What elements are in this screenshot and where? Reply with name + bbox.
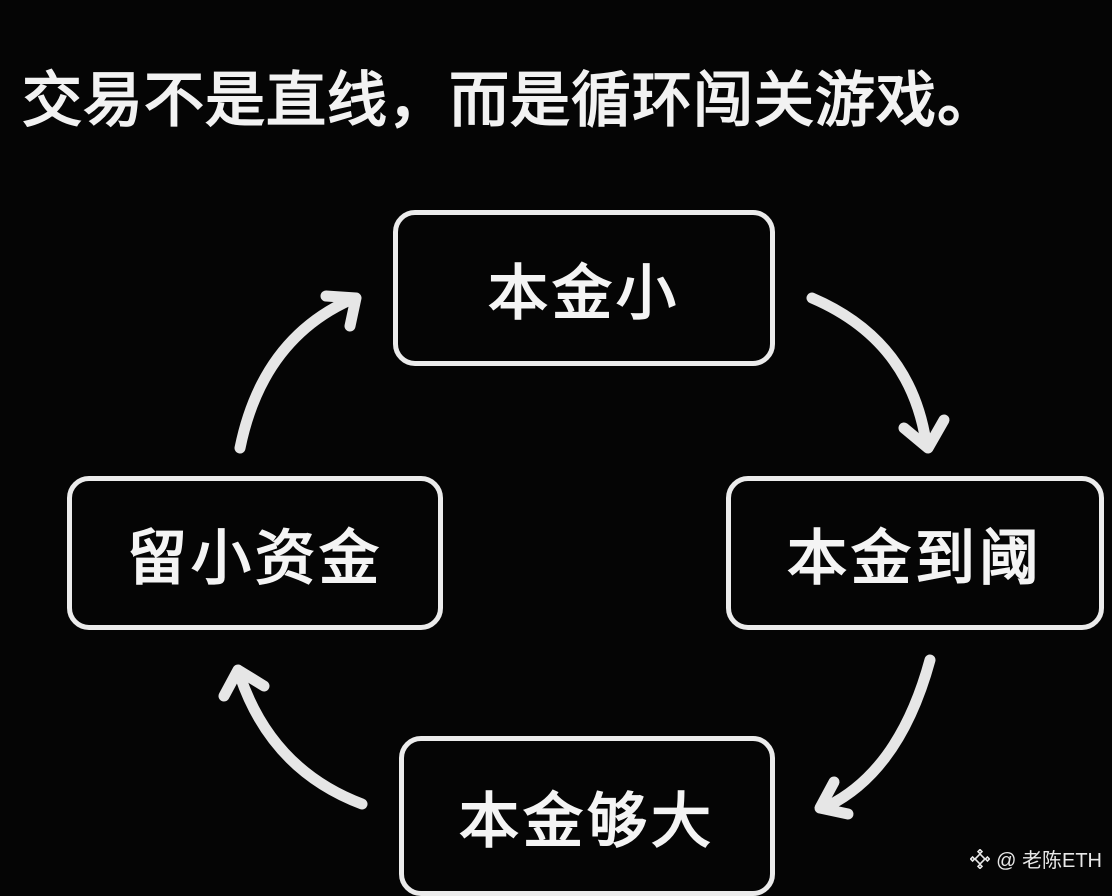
arrowhead-left-to-top: [320, 290, 362, 332]
cycle-node-capital-threshold: 本金到阈: [726, 476, 1104, 630]
cycle-node-capital-large-enough: 本金够大: [399, 736, 775, 896]
arrowhead-bottom-to-left: [218, 664, 270, 702]
watermark-text: @ 老陈ETH: [996, 850, 1102, 872]
cycle-node-small-capital: 本金小: [393, 210, 775, 366]
watermark: @ 老陈ETH: [970, 844, 1102, 873]
cycle-node-keep-small-funds: 留小资金: [67, 476, 443, 630]
page-title: 交易不是直线，而是循环闯关游戏。: [22, 66, 998, 136]
node-label: 本金到阈: [787, 523, 1043, 594]
node-label: 留小资金: [127, 523, 383, 594]
binance-diamond-icon: [970, 848, 991, 869]
arrow-left-to-top: [234, 294, 356, 454]
arrow-right-to-bottom: [822, 654, 936, 812]
node-label: 本金小: [488, 258, 680, 329]
arrow-top-to-right: [806, 292, 932, 448]
arrowhead-right-to-bottom: [814, 776, 854, 820]
arrowhead-top-to-right: [898, 414, 950, 454]
node-label: 本金够大: [459, 786, 715, 857]
arrow-bottom-to-left: [234, 670, 368, 810]
